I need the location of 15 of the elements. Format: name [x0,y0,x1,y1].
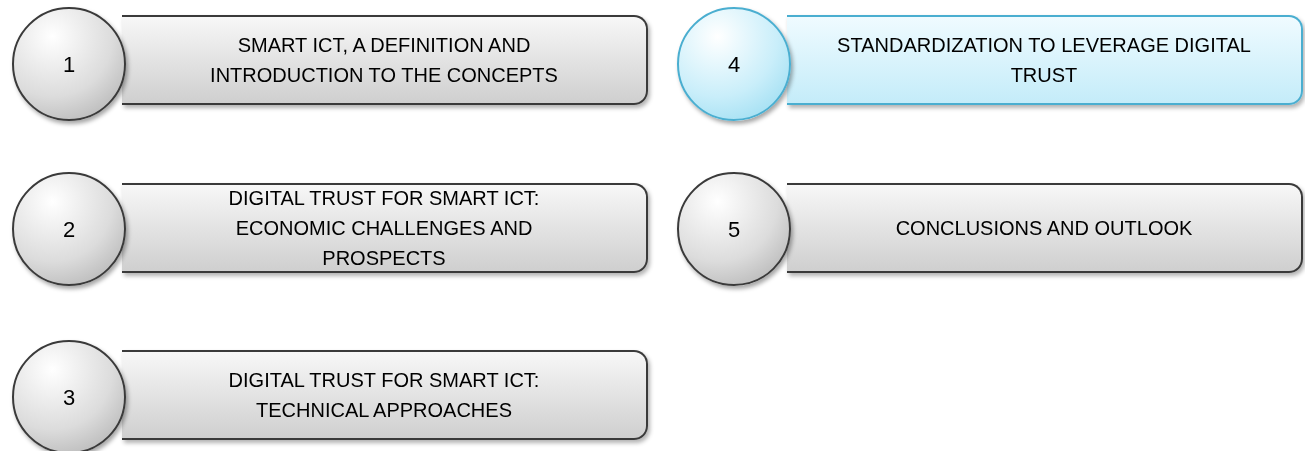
topic-title: DIGITAL TRUST FOR SMART ICT: TECHNICAL APPROACHES [227,368,541,423]
topic-title: CONCLUSIONS AND OUTLOOK [895,216,1193,241]
number-label: 2 [62,215,76,244]
topic-bar [122,183,648,273]
topic-bar [122,350,648,440]
topic-bar [787,15,1303,105]
number-label: 4 [727,50,741,79]
topic-title: SMART ICT, A DEFINITION AND INTRODUCTION TO THE CONCEPTS [209,33,559,88]
number-label: 3 [62,383,76,412]
number-label: 1 [62,50,76,79]
topic-title: DIGITAL TRUST FOR SMART ICT: ECONOMIC CHALLENGES AND PROSPECTS [227,186,541,271]
topic-title: STANDARDIZATION TO LEVERAGE DIGITAL TRUST [836,33,1252,88]
topic-bar [787,183,1303,273]
number-label: 5 [727,215,741,244]
topic-bar [122,15,648,105]
